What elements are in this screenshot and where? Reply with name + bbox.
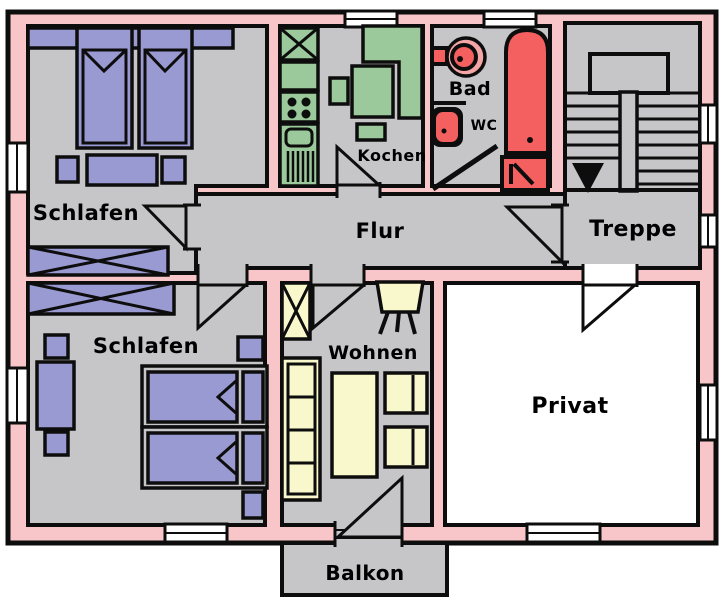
label-wc: WC — [471, 118, 498, 134]
window-icon — [698, 103, 719, 145]
label-schlafen-2: Schlafen — [93, 334, 199, 358]
washing-machine-icon — [500, 155, 550, 192]
kochen-furniture — [278, 24, 424, 188]
door-swing-icon — [311, 283, 369, 332]
nightstand-icon — [43, 333, 70, 360]
nightstand-icon — [241, 490, 265, 520]
label-treppe: Treppe — [589, 217, 677, 242]
table-icon — [330, 371, 379, 479]
window-icon — [525, 522, 602, 544]
bed-icon — [75, 26, 134, 150]
label-bad: Bad — [449, 78, 491, 100]
wardrobe-icon — [280, 281, 312, 341]
counter-icon — [361, 24, 424, 120]
label-schlafen-1: Schlafen — [33, 201, 139, 225]
wardrobe-icon — [26, 245, 170, 277]
chair-icon — [328, 76, 350, 106]
sink-icon — [278, 122, 320, 188]
stove-icon — [278, 90, 320, 124]
washbasin-icon — [430, 36, 487, 78]
wardrobe-icon — [26, 281, 176, 316]
bed-icon — [140, 425, 269, 490]
toilet-icon — [431, 107, 463, 147]
window-icon — [482, 9, 538, 29]
window-icon — [5, 141, 30, 194]
sofa-icon — [280, 356, 322, 502]
nightstand-icon — [55, 155, 80, 184]
chair-icon — [383, 371, 429, 415]
door-swing-icon — [334, 474, 404, 539]
wohnen-furniture — [280, 280, 429, 502]
nightstand-icon — [160, 155, 187, 185]
door-swings — [141, 143, 640, 539]
stool-icon — [355, 122, 387, 142]
door-swing-icon — [581, 283, 640, 334]
window-icon — [163, 522, 229, 544]
bed-icon — [140, 364, 269, 429]
tv-icon — [374, 280, 426, 335]
label-wohnen: Wohnen — [328, 342, 418, 364]
windows — [5, 9, 719, 544]
door-swing-icon — [196, 283, 250, 332]
bad-furniture — [430, 27, 550, 192]
label-balkon: Balkon — [325, 561, 404, 585]
room-privat — [443, 281, 700, 527]
schlafen-2-furniture — [26, 281, 269, 520]
label-privat: Privat — [531, 394, 608, 419]
stairs-icon — [567, 52, 698, 193]
dresser-icon — [85, 153, 159, 187]
bad-diagonal-wall — [431, 143, 499, 192]
schlafen-1-furniture — [26, 26, 235, 277]
bathtub-icon — [504, 27, 550, 155]
label-flur: Flur — [356, 219, 405, 243]
door-swing-icon — [503, 205, 564, 266]
chair-icon — [383, 425, 429, 469]
bed-icon — [137, 26, 194, 150]
window-icon — [698, 213, 719, 249]
down-arrow-icon — [572, 163, 604, 193]
window-icon — [698, 383, 719, 442]
cabinet-icon — [278, 26, 320, 62]
nightstand-icon — [236, 335, 265, 362]
door-swing-icon — [141, 204, 188, 252]
nightstand-icon — [43, 430, 70, 457]
window-icon — [5, 366, 30, 425]
bench-icon — [35, 360, 76, 431]
counter-icon — [278, 60, 320, 92]
kitchen-table-icon — [350, 64, 395, 119]
label-kochen: Kochen — [357, 146, 426, 165]
room-labels: Schlafen Kochen Bad WC Flur Treppe Schla… — [33, 78, 677, 585]
door-swing-icon — [335, 143, 383, 187]
